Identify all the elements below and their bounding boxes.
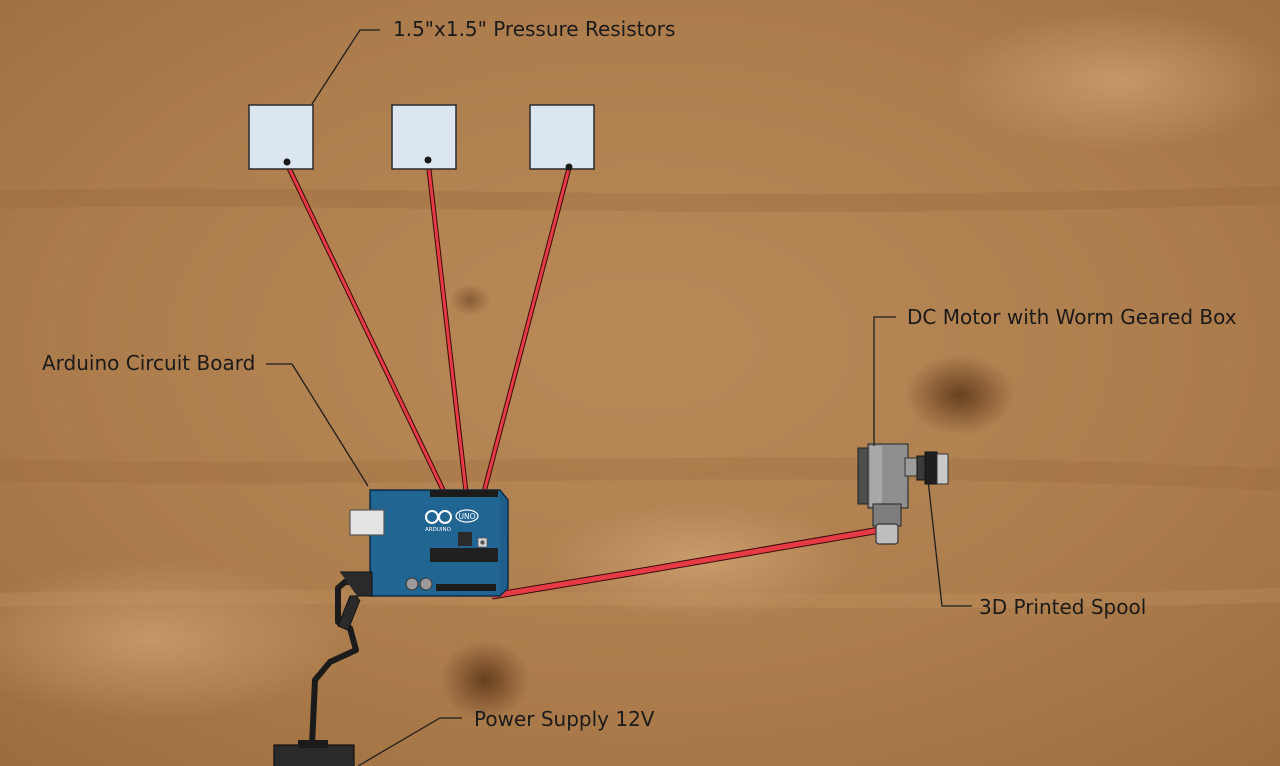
motor-wire xyxy=(491,526,881,600)
power-cable xyxy=(309,571,373,746)
label-power-supply: Power Supply 12V xyxy=(474,707,655,731)
pressure-resistor-1 xyxy=(248,104,314,170)
sensor-wires xyxy=(284,160,572,494)
microcontroller-chip xyxy=(430,548,498,562)
arduino-board: UNO ARDUINO xyxy=(349,489,509,597)
leader-lines xyxy=(266,29,972,766)
label-dc-motor: DC Motor with Worm Geared Box xyxy=(907,305,1237,329)
board-model-text: UNO xyxy=(458,512,475,521)
board-brand-text: ARDUINO xyxy=(425,527,452,533)
dc-motor-gearbox xyxy=(857,443,918,545)
label-3d-printed-spool: 3D Printed Spool xyxy=(979,595,1146,619)
power-supply-brick xyxy=(273,740,355,766)
label-pressure-resistors: 1.5"x1.5" Pressure Resistors xyxy=(393,17,675,41)
pressure-resistor-2 xyxy=(391,104,457,170)
label-arduino-circuit-board: Arduino Circuit Board xyxy=(42,351,255,375)
pressure-resistor-3 xyxy=(529,104,595,171)
spool xyxy=(916,451,949,485)
arduino-logo-icon xyxy=(425,510,452,524)
usb-port xyxy=(349,509,385,536)
